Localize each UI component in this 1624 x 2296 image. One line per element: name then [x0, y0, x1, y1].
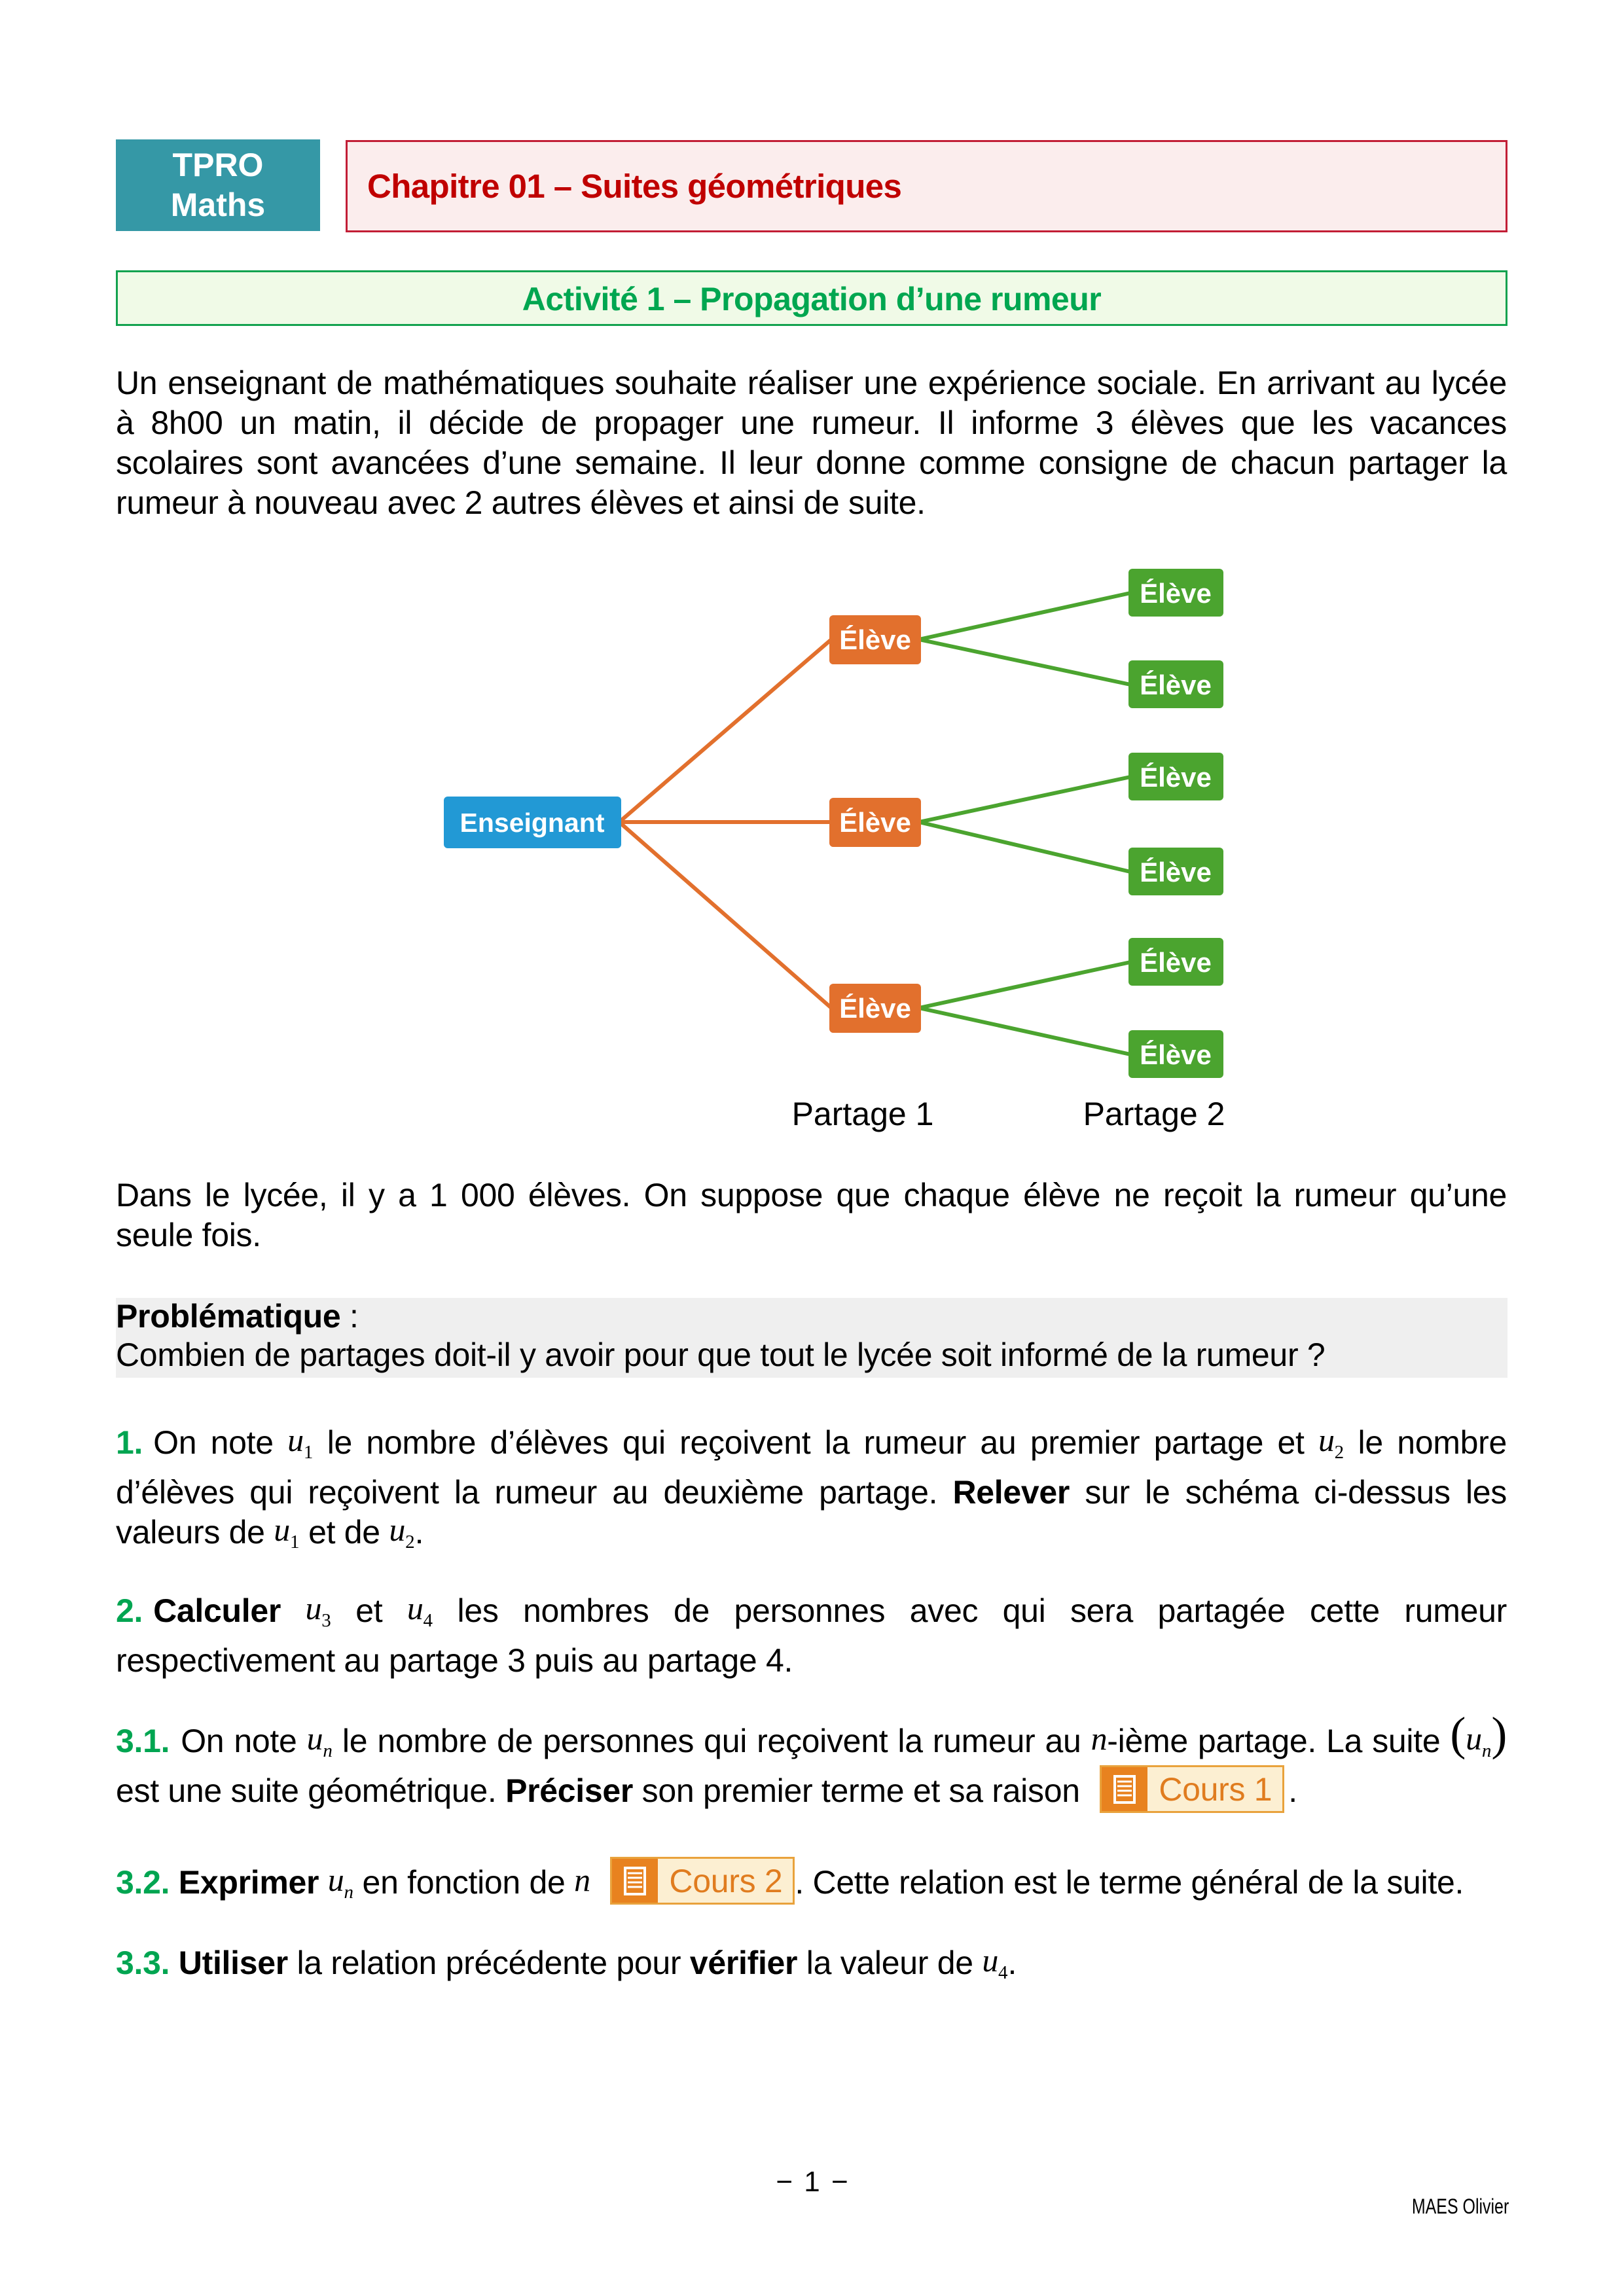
svg-text:Élève: Élève [1140, 857, 1212, 888]
svg-text:Élève: Élève [839, 624, 911, 655]
svg-text:Élève: Élève [1140, 947, 1212, 978]
svg-text:Élève: Élève [1140, 762, 1212, 793]
svg-text:Élève: Élève [1140, 670, 1212, 700]
svg-text:Enseignant: Enseignant [460, 808, 605, 838]
svg-text:Partage 2: Partage 2 [1083, 1096, 1225, 1132]
svg-text:Élève: Élève [1140, 578, 1212, 609]
svg-text:Élève: Élève [1140, 1039, 1212, 1070]
svg-text:Élève: Élève [839, 993, 911, 1024]
svg-text:Partage 1: Partage 1 [792, 1096, 934, 1132]
svg-text:Élève: Élève [839, 807, 911, 838]
